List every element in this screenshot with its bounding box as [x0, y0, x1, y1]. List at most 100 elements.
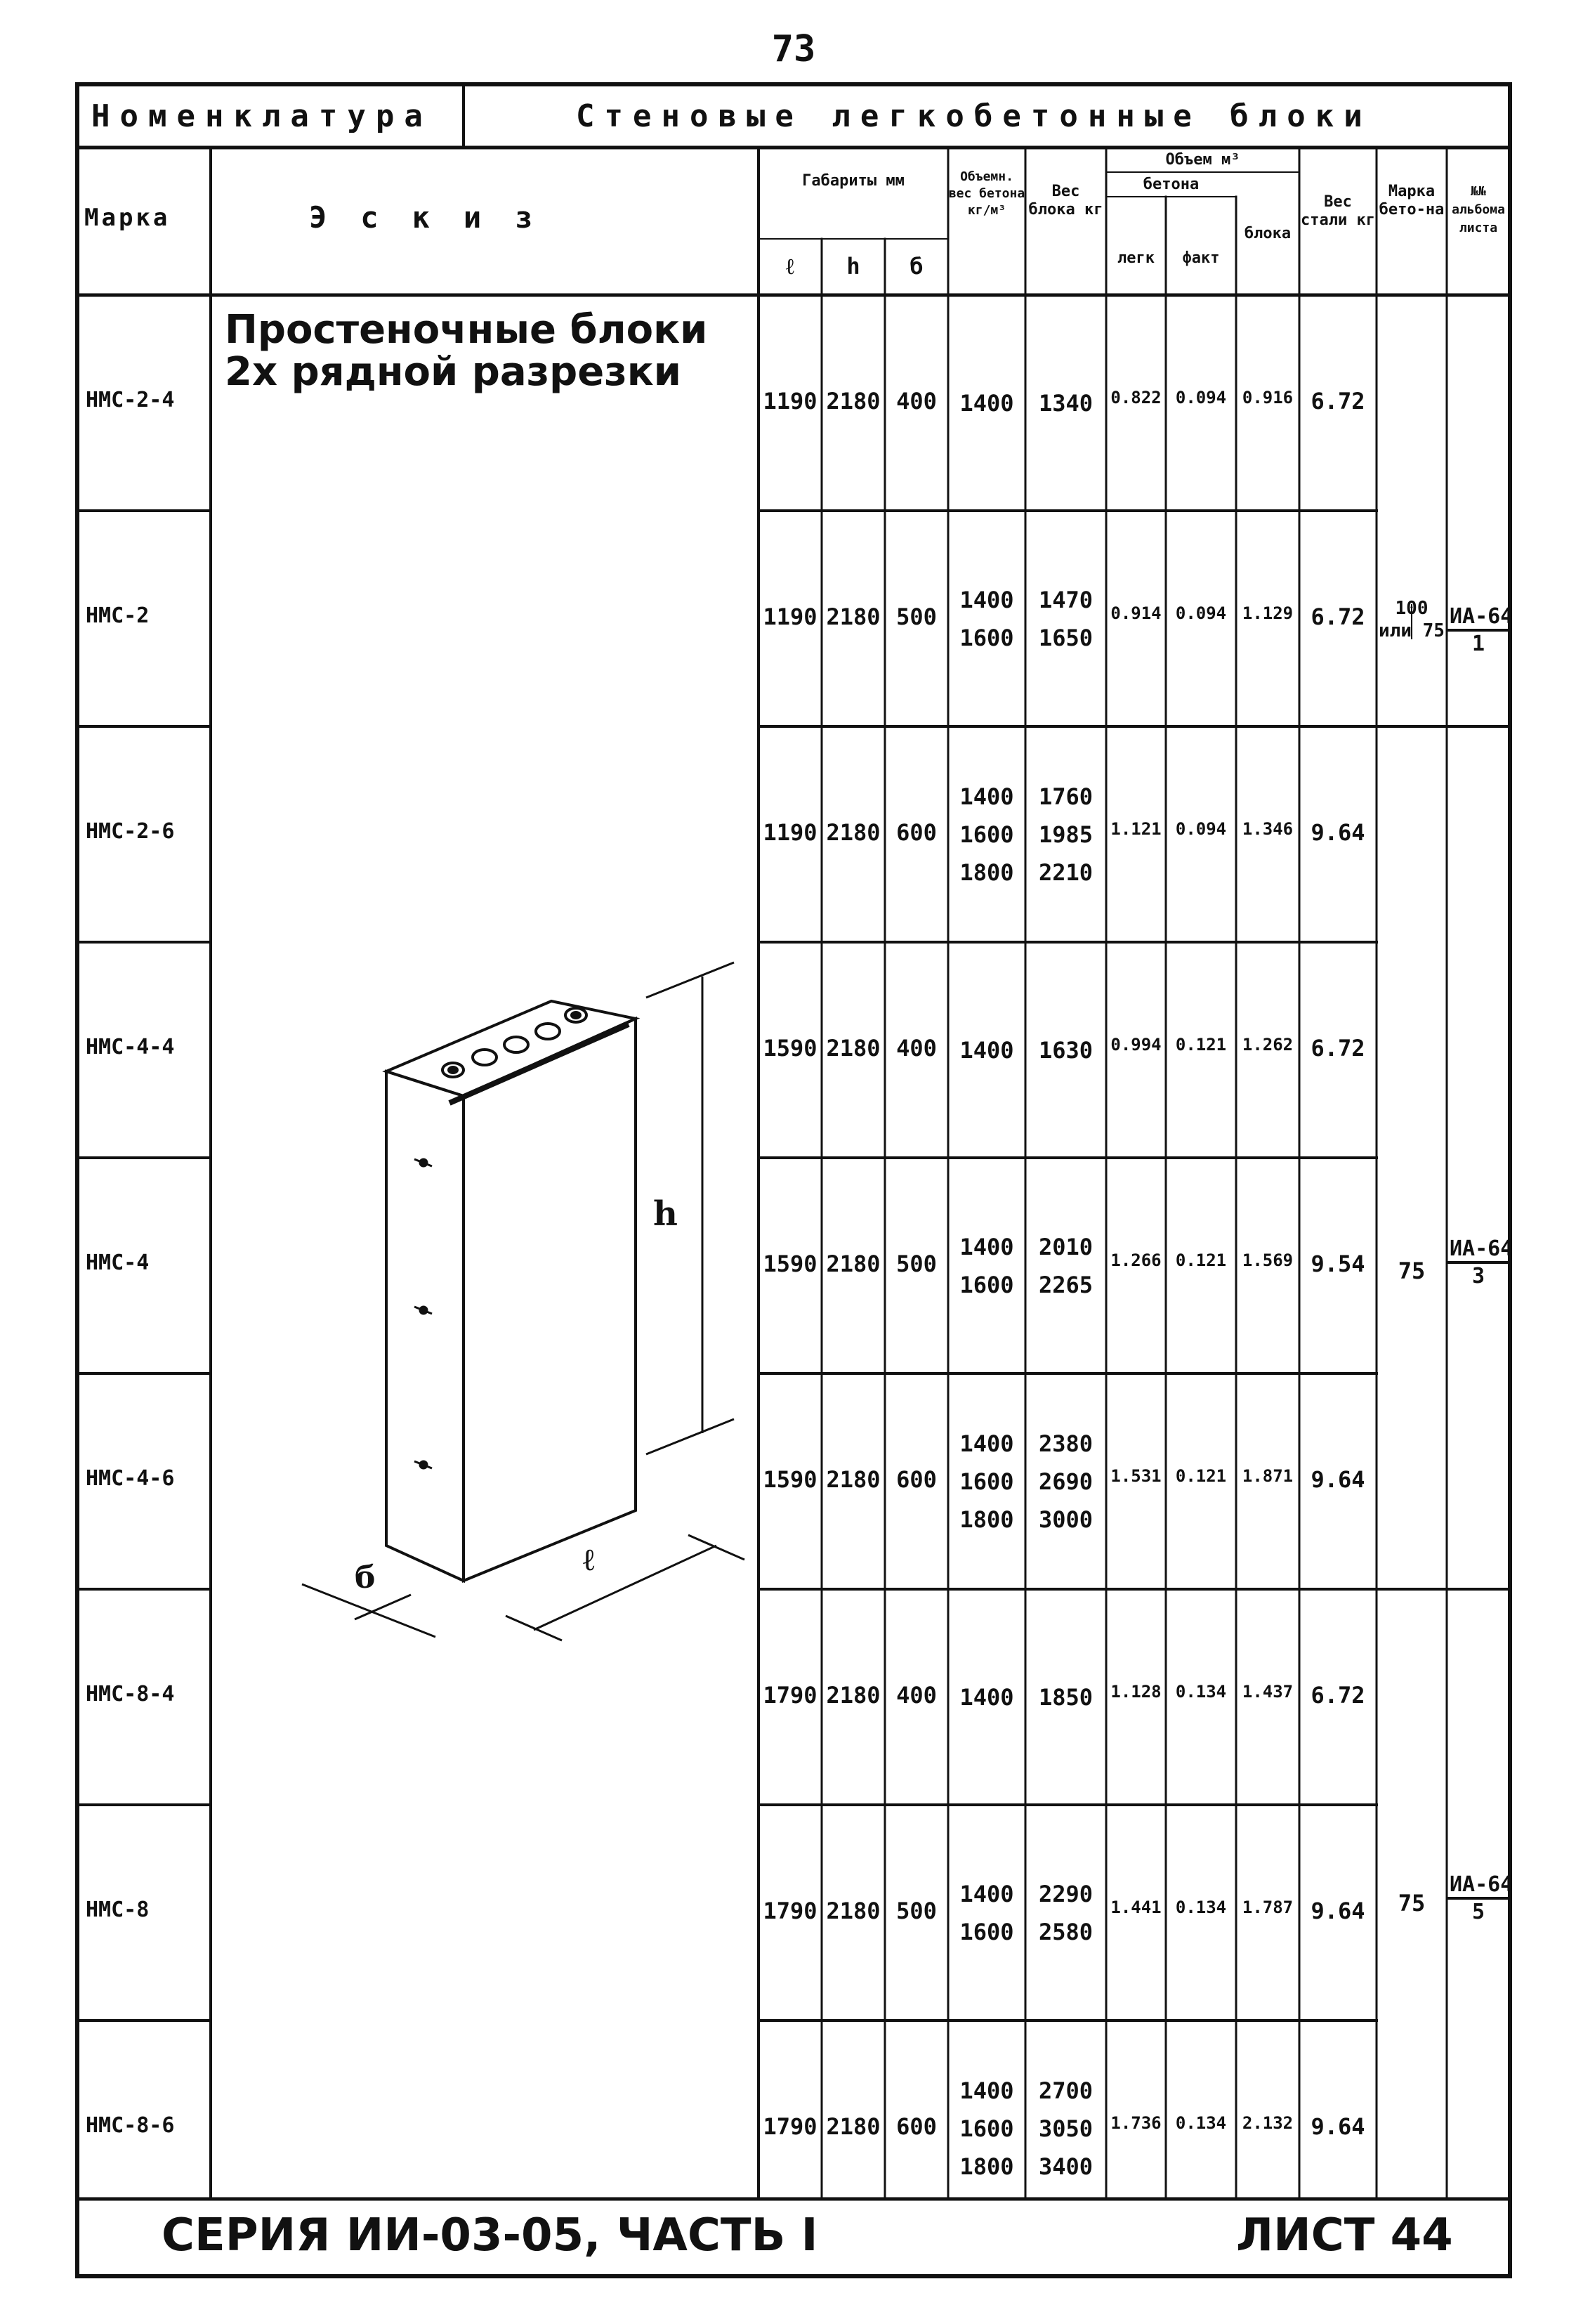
group-1-grade: 100 или 75 [1379, 598, 1445, 641]
row-height: 2180 [826, 387, 881, 414]
row-volume-fact: 0.134 [1175, 1681, 1227, 1702]
row-block-weight-value: 2380 [1038, 1430, 1094, 1457]
row-steel-weight: 6.72 [1311, 1034, 1365, 1062]
section-title: Стеновые легкобетонные блоки [576, 98, 1372, 134]
row-density-value: 1400 [959, 389, 1014, 417]
row-volume-light: 0.914 [1110, 603, 1162, 623]
col-volume-light: легк [1117, 249, 1155, 267]
row-block-weight: 2380 2690 3000 [1025, 1425, 1106, 1539]
nomenclature-label: Номенклатура [91, 98, 433, 134]
col-dim-h: h [846, 253, 860, 280]
row-density-value: 1400 [959, 1880, 1014, 1907]
row-height: 2180 [826, 818, 881, 846]
sketch-dim-b: б [355, 1560, 376, 1595]
row-length: 1190 [763, 387, 817, 414]
row-mark: НМС-8-6 [86, 2113, 175, 2138]
sketch-dim-h: h [653, 1194, 678, 1234]
row-block-weight-value: 3000 [1038, 1506, 1094, 1533]
row-length: 1790 [763, 1681, 817, 1709]
col-dim-b: б [910, 253, 924, 280]
row-volume-fact: 0.121 [1175, 1034, 1227, 1055]
row-block-weight-value: 2265 [1038, 1271, 1094, 1298]
row-density-value: 1400 [959, 586, 1014, 613]
row-block-weight: 1850 [1025, 1678, 1106, 1716]
row-length: 1590 [763, 1250, 817, 1277]
row-length: 1790 [763, 2113, 817, 2140]
row-density-value: 1400 [959, 1233, 1014, 1260]
row-volume-block: 1.787 [1242, 1897, 1294, 1917]
col-grade-header: Марка бето-на [1379, 183, 1445, 218]
row-height: 2180 [826, 2113, 881, 2140]
row-block-weight-value: 1650 [1038, 624, 1094, 651]
col-volume-header: Объем м³ [1165, 151, 1240, 169]
row-mark: НМС-4-6 [86, 1465, 175, 1491]
row-density-value: 1800 [959, 859, 1014, 886]
row-volume-block: 2.132 [1242, 2113, 1294, 2133]
sketch-title-line1: Простеночные блоки [225, 307, 708, 353]
row-thickness: 500 [896, 1250, 937, 1277]
row-density-value: 1400 [959, 1683, 1014, 1711]
row-volume-block: 1.569 [1242, 1250, 1294, 1270]
row-volume-block: 1.437 [1242, 1681, 1294, 1702]
row-mark: НМС-4 [86, 1250, 150, 1275]
row-density: 1400 [948, 1678, 1025, 1716]
group-3-grade: 75 [1398, 1890, 1426, 1917]
row-volume-fact: 0.094 [1175, 387, 1227, 407]
col-steel-header: Вес стали кг [1301, 193, 1375, 229]
row-steel-weight: 9.64 [1311, 818, 1365, 846]
row-density-value: 1800 [959, 1506, 1014, 1533]
row-density-value: 1600 [959, 1918, 1014, 1945]
row-mark: НМС-2 [86, 603, 150, 628]
row-volume-block: 0.916 [1242, 387, 1294, 407]
row-length: 1590 [763, 1034, 817, 1062]
row-density-value: 1400 [959, 1036, 1014, 1064]
row-density-value: 1600 [959, 821, 1014, 848]
row-block-weight-value: 1850 [1038, 1683, 1094, 1711]
row-height: 2180 [826, 1034, 881, 1062]
row-mark: НМС-2-6 [86, 818, 175, 844]
row-block-weight-value: 1760 [1038, 783, 1094, 810]
row-volume-block: 1.262 [1242, 1034, 1294, 1055]
row-volume-fact: 0.094 [1175, 603, 1227, 623]
col-volume-block: блока [1244, 225, 1292, 242]
group-2-album: ИА-64 3 [1447, 1236, 1513, 1288]
row-volume-block: 1.129 [1242, 603, 1294, 623]
col-album-header: №№ альбома листа [1452, 184, 1505, 235]
row-density: 1400 1600 1800 [948, 778, 1025, 892]
group-3-sheet-number: 5 [1471, 1900, 1485, 1924]
row-block-weight-value: 1985 [1038, 821, 1094, 848]
row-block-weight-value: 1630 [1038, 1036, 1094, 1064]
row-thickness: 400 [896, 387, 937, 414]
row-volume-light: 0.822 [1110, 387, 1162, 407]
row-density-value: 1600 [959, 1271, 1014, 1298]
row-thickness: 400 [896, 1681, 937, 1709]
row-density-value: 1800 [959, 2153, 1014, 2180]
row-block-weight-value: 3050 [1038, 2115, 1094, 2142]
row-density-value: 1400 [959, 783, 1014, 810]
sketch-title-line2: 2х рядной разрезки [225, 349, 682, 395]
page-number: 73 [771, 28, 816, 70]
row-volume-fact: 0.121 [1175, 1465, 1227, 1486]
row-mark: НМС-8-4 [86, 1681, 175, 1706]
sketch-dim-l: ℓ [583, 1542, 595, 1578]
col-dimensions-header: Габариты мм [802, 172, 905, 190]
row-density-value: 1600 [959, 1468, 1014, 1495]
row-thickness: 600 [896, 818, 937, 846]
row-mark: НМС-8 [86, 1897, 150, 1922]
row-length: 1190 [763, 818, 817, 846]
row-volume-fact: 0.094 [1175, 818, 1227, 839]
row-block-weight-value: 2690 [1038, 1468, 1094, 1495]
col-volume-concrete: бетона [1143, 176, 1200, 193]
col-block-weight-header: Вес блока кг [1028, 183, 1103, 218]
footer-sheet: ЛИСТ 44 [1236, 2209, 1453, 2261]
row-block-weight-value: 2580 [1038, 1918, 1094, 1945]
row-mark: НМС-2-4 [86, 387, 175, 412]
row-block-weight-value: 1470 [1038, 586, 1094, 613]
row-height: 2180 [826, 1465, 881, 1493]
block-sketch [301, 961, 745, 1642]
row-steel-weight: 6.72 [1311, 1681, 1365, 1709]
